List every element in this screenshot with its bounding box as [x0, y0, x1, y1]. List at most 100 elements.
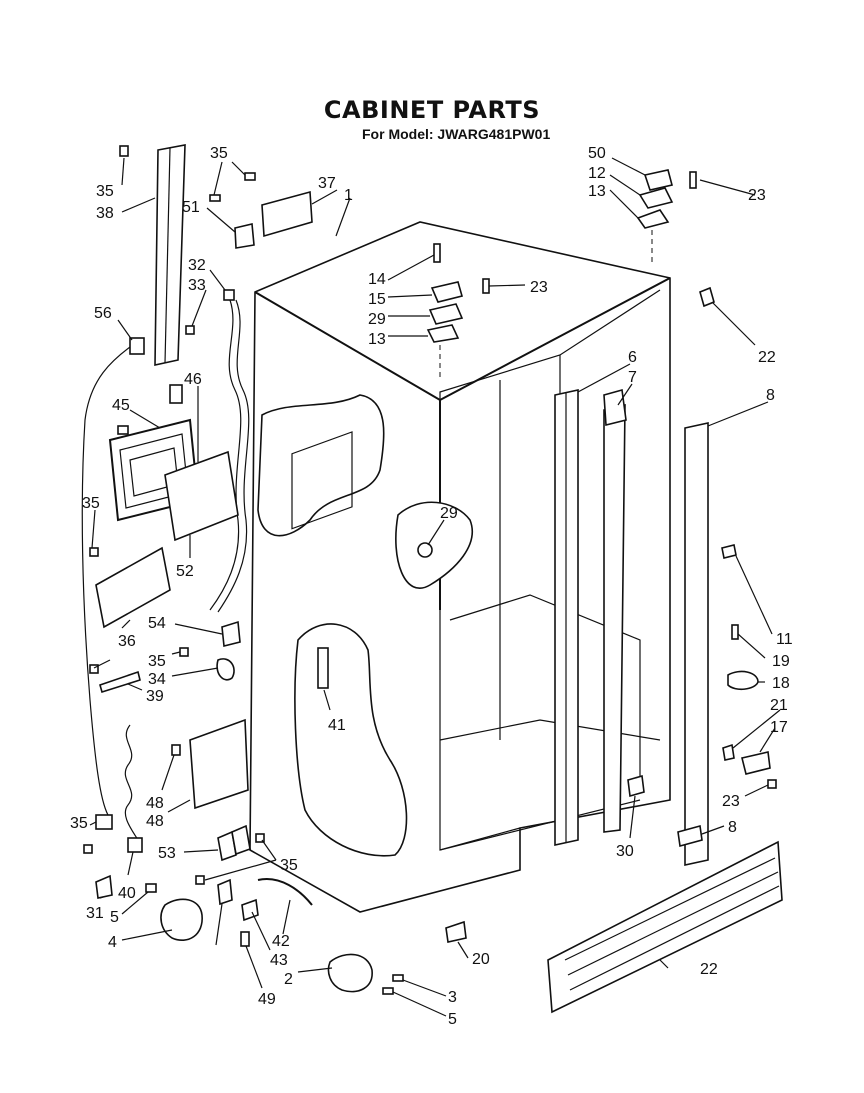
bracket-37 [261, 190, 313, 238]
clip-11 [721, 544, 737, 559]
screw-23-mid [482, 278, 490, 294]
leader-29 [427, 519, 445, 546]
callout-19: 20 [472, 951, 490, 968]
bracket-50 [234, 223, 255, 249]
leader-54 [117, 319, 133, 341]
screw-48-upper [171, 744, 181, 756]
callout-13: 13 [368, 331, 386, 348]
callout-23: 23 [530, 279, 548, 296]
leader-50 [206, 207, 236, 233]
screw-35-strip [89, 664, 99, 674]
panel-36 [95, 546, 171, 629]
callout-17: 18 [772, 675, 790, 692]
screw-23-top [689, 171, 697, 189]
callout-15: 15 [368, 291, 386, 308]
callout-36: 36 [118, 633, 136, 650]
callout-6: 6 [628, 349, 637, 366]
callout-14: 14 [368, 271, 386, 288]
screw-35-bracket56 [195, 875, 205, 885]
grille-slot-3 [569, 885, 780, 991]
leader-34 [171, 667, 219, 677]
callout-39: 39 [146, 688, 164, 705]
hinge-16 [741, 751, 771, 775]
strip-39 [99, 670, 141, 694]
callout-1: 1 [344, 187, 353, 204]
leader-35a [121, 157, 125, 186]
screw-48-lower [240, 931, 250, 947]
callout-13: 13 [588, 183, 606, 200]
clip-52a [217, 830, 237, 862]
hinge-30 [428, 303, 464, 325]
callout-50: 51 [182, 199, 200, 216]
callout-28: 31 [86, 905, 104, 922]
leader-40 [127, 851, 134, 876]
leader-41 [323, 689, 331, 711]
leader-38 [121, 197, 156, 213]
leader-1 [335, 197, 351, 237]
callout-7: 7 [628, 369, 637, 386]
callout-38: 38 [96, 205, 114, 222]
callout-46: 46 [184, 371, 202, 388]
screw-35-low [83, 844, 93, 854]
callout-5: 5 [110, 909, 119, 926]
connector-35-low [95, 814, 113, 830]
leader-47 [167, 799, 191, 813]
connector-32 [223, 289, 235, 301]
drain-tube [317, 647, 329, 689]
leader-56 [215, 903, 223, 946]
clip-19 [445, 920, 467, 943]
callout-16: 17 [770, 719, 788, 736]
callout-labels: 35 38 35 51 37 1 32 33 56 46 45 35 52 36… [70, 145, 793, 1028]
callout-45: 45 [112, 397, 130, 414]
leader-3 [402, 979, 447, 997]
callout-43: 43 [270, 952, 288, 969]
left-trim-groove [164, 147, 171, 364]
leader-33 [191, 289, 207, 327]
clip-34 [216, 658, 235, 681]
grille-slot-1 [564, 857, 776, 961]
leader-11 [735, 555, 773, 635]
callout-4: 4 [108, 934, 117, 951]
callout-5: 5 [448, 1011, 457, 1028]
leader-7 [617, 383, 633, 406]
breaker-strip-right [684, 422, 709, 866]
clip-43 [241, 898, 259, 922]
hinge-13-top [636, 209, 670, 229]
callout-35: 35 [70, 815, 88, 832]
callout-47: 48 [146, 813, 164, 830]
leader-6 [577, 363, 631, 393]
cord-40 [124, 724, 139, 841]
callout-35: 35 [82, 495, 100, 512]
leader-5a [121, 891, 149, 915]
bracket-20 [722, 743, 735, 761]
leader-10 [701, 825, 725, 835]
right-side-parts [445, 544, 777, 943]
clip-52b [231, 824, 251, 856]
screw-35-clip52 [255, 833, 265, 843]
cabinet-rim [439, 289, 661, 400]
heater-assembly [108, 418, 239, 542]
leader-48b [245, 945, 263, 989]
callout-52: 53 [158, 845, 176, 862]
leader-18 [737, 633, 766, 659]
callout-41: 41 [328, 717, 346, 734]
leader-49 [611, 157, 646, 176]
hinge-cover-49 [643, 169, 673, 191]
switch-31 [627, 774, 645, 798]
leader-35b2 [231, 161, 246, 176]
leader-8 [707, 401, 769, 427]
wire-harness [209, 299, 242, 611]
screw-5-right [382, 987, 394, 995]
leader-53 [174, 623, 223, 635]
leader-52 [183, 849, 219, 853]
callout-21: 22 [758, 349, 776, 366]
leader-4 [121, 929, 173, 941]
leader-35f [261, 839, 277, 861]
leader-lines [89, 157, 781, 1017]
callout-35: 35 [148, 653, 166, 670]
callout-53: 54 [148, 615, 166, 632]
wire-harness-2 [217, 299, 250, 613]
leader-20 [732, 709, 781, 749]
callout-35: 35 [96, 183, 114, 200]
leader-19 [457, 941, 469, 959]
